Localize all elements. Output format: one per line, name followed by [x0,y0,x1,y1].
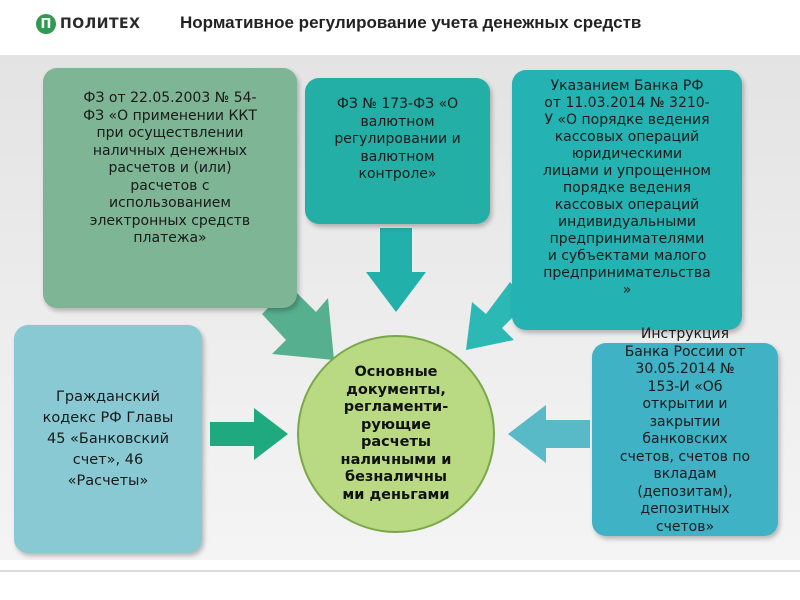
doc-civil-code-text: Гражданский кодекс РФ Главы 45 «Банковск… [42,389,174,489]
doc-fz54-box: ФЗ от 22.05.2003 № 54- ФЗ «О применении … [43,68,297,308]
doc-instr153-box: Инструкция Банка России от 30.05.2014 № … [592,326,778,536]
doc-fz173-box: ФЗ № 173-ФЗ «О валютном регулировании и … [305,78,490,224]
central-documents-circle: Основные документы, регламенти- рующие р… [297,335,495,533]
doc-fz54-text: ФЗ от 22.05.2003 № 54- ФЗ «О применении … [83,90,257,246]
logo-mark-icon: П [36,14,56,34]
doc-instr153-text: Инструкция Банка России от 30.05.2014 № … [619,326,751,535]
slide-title: Нормативное регулирование учета денежных… [180,13,642,32]
politeh-logo: П ПОЛИТЕХ [36,14,140,34]
slide-header: П ПОЛИТЕХ Нормативное регулирование учет… [0,0,800,50]
logo-text: ПОЛИТЕХ [60,16,141,32]
doc-cbr3210-box: Указанием Банка РФ от 11.03.2014 № 3210-… [512,70,742,330]
doc-fz173-text: ФЗ № 173-ФЗ «О валютном регулировании и … [334,96,461,182]
arrow-gk-to-center [210,408,288,460]
doc-cbr3210-text: Указанием Банка РФ от 11.03.2014 № 3210-… [543,78,711,298]
central-documents-text: Основные документы, регламенти- рующие р… [340,364,452,503]
arrow-instr153-to-center [508,405,590,463]
doc-civil-code-box: Гражданский кодекс РФ Главы 45 «Банковск… [14,325,202,553]
footer-divider [0,570,800,572]
arrow-fz173-to-center [366,228,426,312]
